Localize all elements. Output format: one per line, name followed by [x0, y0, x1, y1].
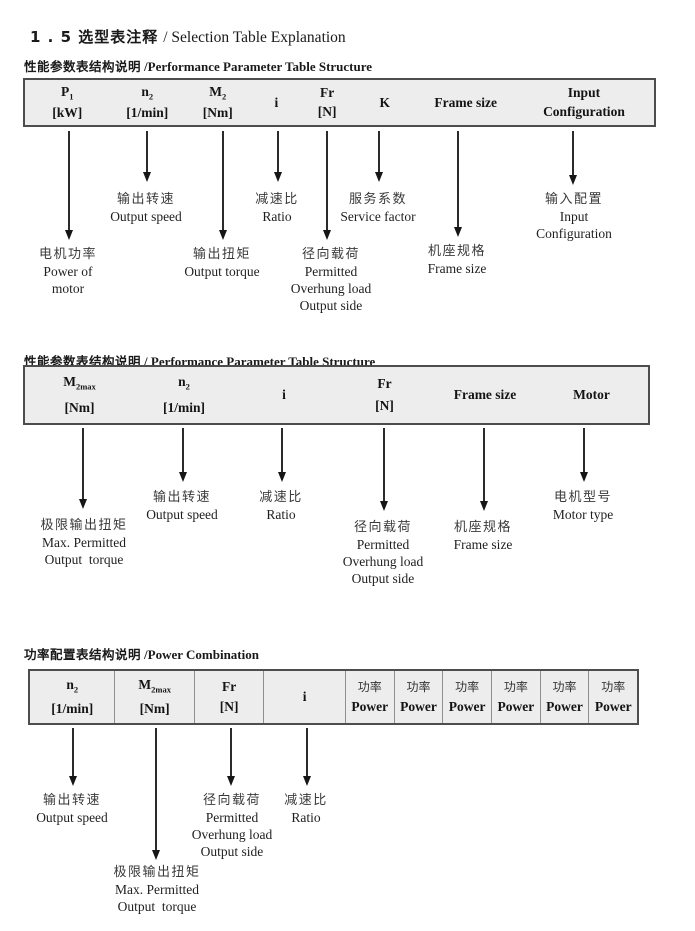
label-frame-size: 机座规格 Frame size — [453, 520, 513, 552]
down-arrow-icon — [72, 728, 74, 776]
down-arrow-icon — [222, 131, 224, 230]
section-heading-3-en: /Power Combination — [144, 647, 259, 662]
power-combination-table: n2 [1/min] M2max [Nm] Fr [N] i 功率 Power … — [28, 669, 639, 725]
cell-m2max: M2max [Nm] — [114, 671, 193, 723]
down-arrow-icon — [457, 131, 459, 227]
section-heading-1-zh: 性能参数表结构说明 — [24, 59, 142, 74]
down-arrow-icon — [583, 428, 585, 472]
label-frame-size: 机座规格 Frame size — [427, 244, 487, 276]
down-arrow-icon — [306, 728, 308, 776]
label-service-factor: 服务系数 Service factor — [340, 192, 416, 224]
cell-m2: M2 [Nm] — [202, 83, 233, 121]
cell-power-3: 功率 Power — [442, 671, 491, 723]
down-arrow-icon — [277, 131, 279, 172]
page-title-en: / Selection Table Explanation — [163, 29, 346, 46]
label-output-speed: 输出转速 Output speed — [146, 490, 218, 522]
label-max-output-torque: 极限输出扭矩 Max. Permitted Output torque — [113, 865, 201, 914]
section-heading-3: 功率配置表结构说明/Power Combination — [8, 626, 259, 682]
cell-fr: Fr [N] — [317, 85, 337, 119]
section-heading-1-en: /Performance Parameter Table Structure — [144, 59, 373, 74]
down-arrow-icon — [383, 428, 385, 501]
cell-i: i — [274, 94, 279, 110]
down-arrow-icon — [230, 728, 232, 776]
label-motor-type: 电机型号 Motor type — [552, 490, 614, 522]
cell-power-4: 功率 Power — [490, 671, 540, 723]
cell-i: i — [263, 671, 344, 723]
down-arrow-icon — [182, 428, 184, 472]
section-heading-1: 性能参数表结构说明/Performance Parameter Table St… — [8, 38, 372, 94]
page-title: 1 . 5 选型表注释/ Selection Table Explanation — [14, 8, 346, 65]
cell-n2: n2 [1/min] — [51, 677, 94, 716]
performance-table-1: P1 [kW] n2 [1/min] M2 [Nm] i Fr [N] K Fr… — [23, 78, 656, 127]
cell-fr: Fr [N] — [193, 671, 264, 723]
label-overhung-load: 径向载荷 Permitted Overhung load Output side — [342, 520, 424, 586]
down-arrow-icon — [281, 428, 283, 472]
cell-power-6: 功率 Power — [588, 671, 637, 723]
down-arrow-icon — [155, 728, 157, 850]
cell-i: i — [282, 387, 286, 402]
down-arrow-icon — [146, 131, 148, 172]
label-ratio: 减速比 Ratio — [284, 793, 328, 825]
label-output-speed: 输出转速 Output speed — [110, 192, 182, 224]
performance-table-2: M2max [Nm] n2 [1/min] i Fr [N] Frame siz… — [23, 365, 650, 425]
cell-n2: n2 [1/min] — [126, 83, 169, 121]
page-title-zh: 1 . 5 选型表注释 — [30, 28, 159, 46]
down-arrow-icon — [68, 131, 70, 230]
label-power-of-motor: 电机功率 Power of motor — [38, 247, 98, 296]
cell-fr: Fr [N] — [375, 376, 394, 413]
down-arrow-icon — [572, 131, 574, 175]
label-output-speed: 输出转速 Output speed — [36, 793, 108, 825]
cell-m2max: M2max [Nm] — [63, 374, 96, 415]
label-input-configuration: 输入配置 Input Configuration — [536, 192, 612, 241]
down-arrow-icon — [378, 131, 380, 172]
cell-power-2: 功率 Power — [393, 671, 443, 723]
cell-n2: n2 [1/min] — [163, 374, 205, 415]
section-heading-3-zh: 功率配置表结构说明 — [24, 647, 142, 662]
cell-motor: Motor — [573, 387, 610, 402]
cell-frame-size: Frame size — [434, 94, 497, 110]
cell-input-configuration: Input Configuration — [543, 85, 625, 119]
label-ratio: 减速比 Ratio — [259, 490, 303, 522]
cell-power-1: 功率 Power — [344, 671, 394, 723]
cell-frame-size: Frame size — [453, 387, 517, 402]
down-arrow-icon — [82, 428, 84, 499]
cell-power-5: 功率 Power — [539, 671, 589, 723]
label-overhung-load: 径向载荷 Permitted Overhung load Output side — [290, 247, 372, 313]
cell-k: K — [379, 94, 390, 110]
label-overhung-load: 径向载荷 Permitted Overhung load Output side — [191, 793, 273, 859]
cell-p1: P1 [kW] — [52, 83, 83, 121]
down-arrow-icon — [483, 428, 485, 501]
label-ratio: 减速比 Ratio — [255, 192, 299, 224]
label-output-torque: 输出扭矩 Output torque — [184, 247, 260, 279]
down-arrow-icon — [326, 131, 328, 230]
label-max-output-torque: 极限输出扭矩 Max. Permitted Output torque — [40, 518, 128, 567]
